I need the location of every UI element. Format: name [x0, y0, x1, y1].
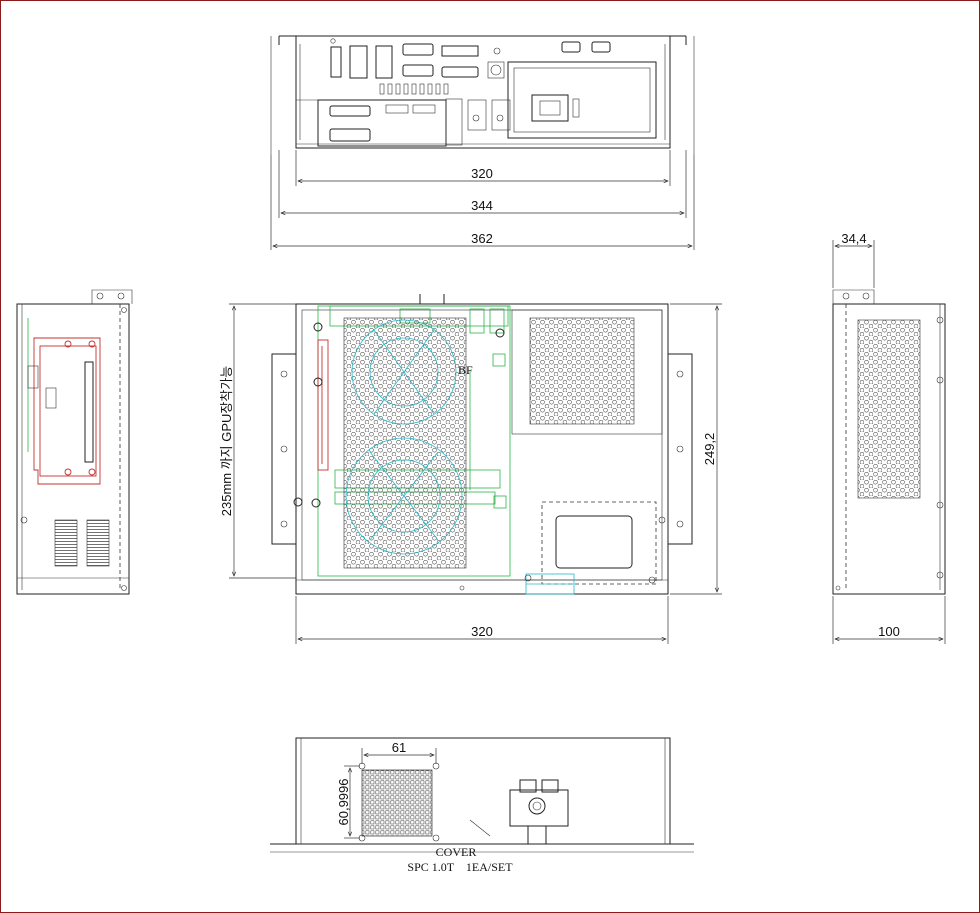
- top-view: [271, 294, 693, 595]
- cover-label: COVER: [436, 845, 477, 859]
- dim-front-overall-width: 362: [471, 231, 493, 246]
- dim-front-inner-width: 320: [471, 166, 493, 181]
- front-dimensions: [270, 150, 695, 250]
- dim-top-depth: 249,2: [702, 433, 717, 466]
- rear-view: [270, 737, 694, 853]
- right-side-view: [832, 289, 946, 595]
- gpu-note: 235mm 까지 GPU장착가능: [219, 366, 234, 517]
- dim-rear-fan-height: 60,9996: [336, 779, 351, 826]
- left-side-view: [16, 289, 133, 595]
- rear-dimensions: [344, 748, 437, 839]
- dim-top-width: 320: [471, 624, 493, 639]
- dim-side-depth: 100: [878, 624, 900, 639]
- cover-spec: SPC 1.0T 1EA/SET: [407, 860, 513, 874]
- top-dimensions: [229, 303, 722, 644]
- dim-rear-fan-width: 61: [392, 740, 406, 755]
- front-view: [270, 35, 695, 155]
- dim-front-flange-width: 344: [471, 198, 493, 213]
- side-dimensions: [832, 240, 946, 644]
- dim-side-flange: 34,4: [841, 231, 866, 246]
- board-label: BF: [458, 363, 473, 377]
